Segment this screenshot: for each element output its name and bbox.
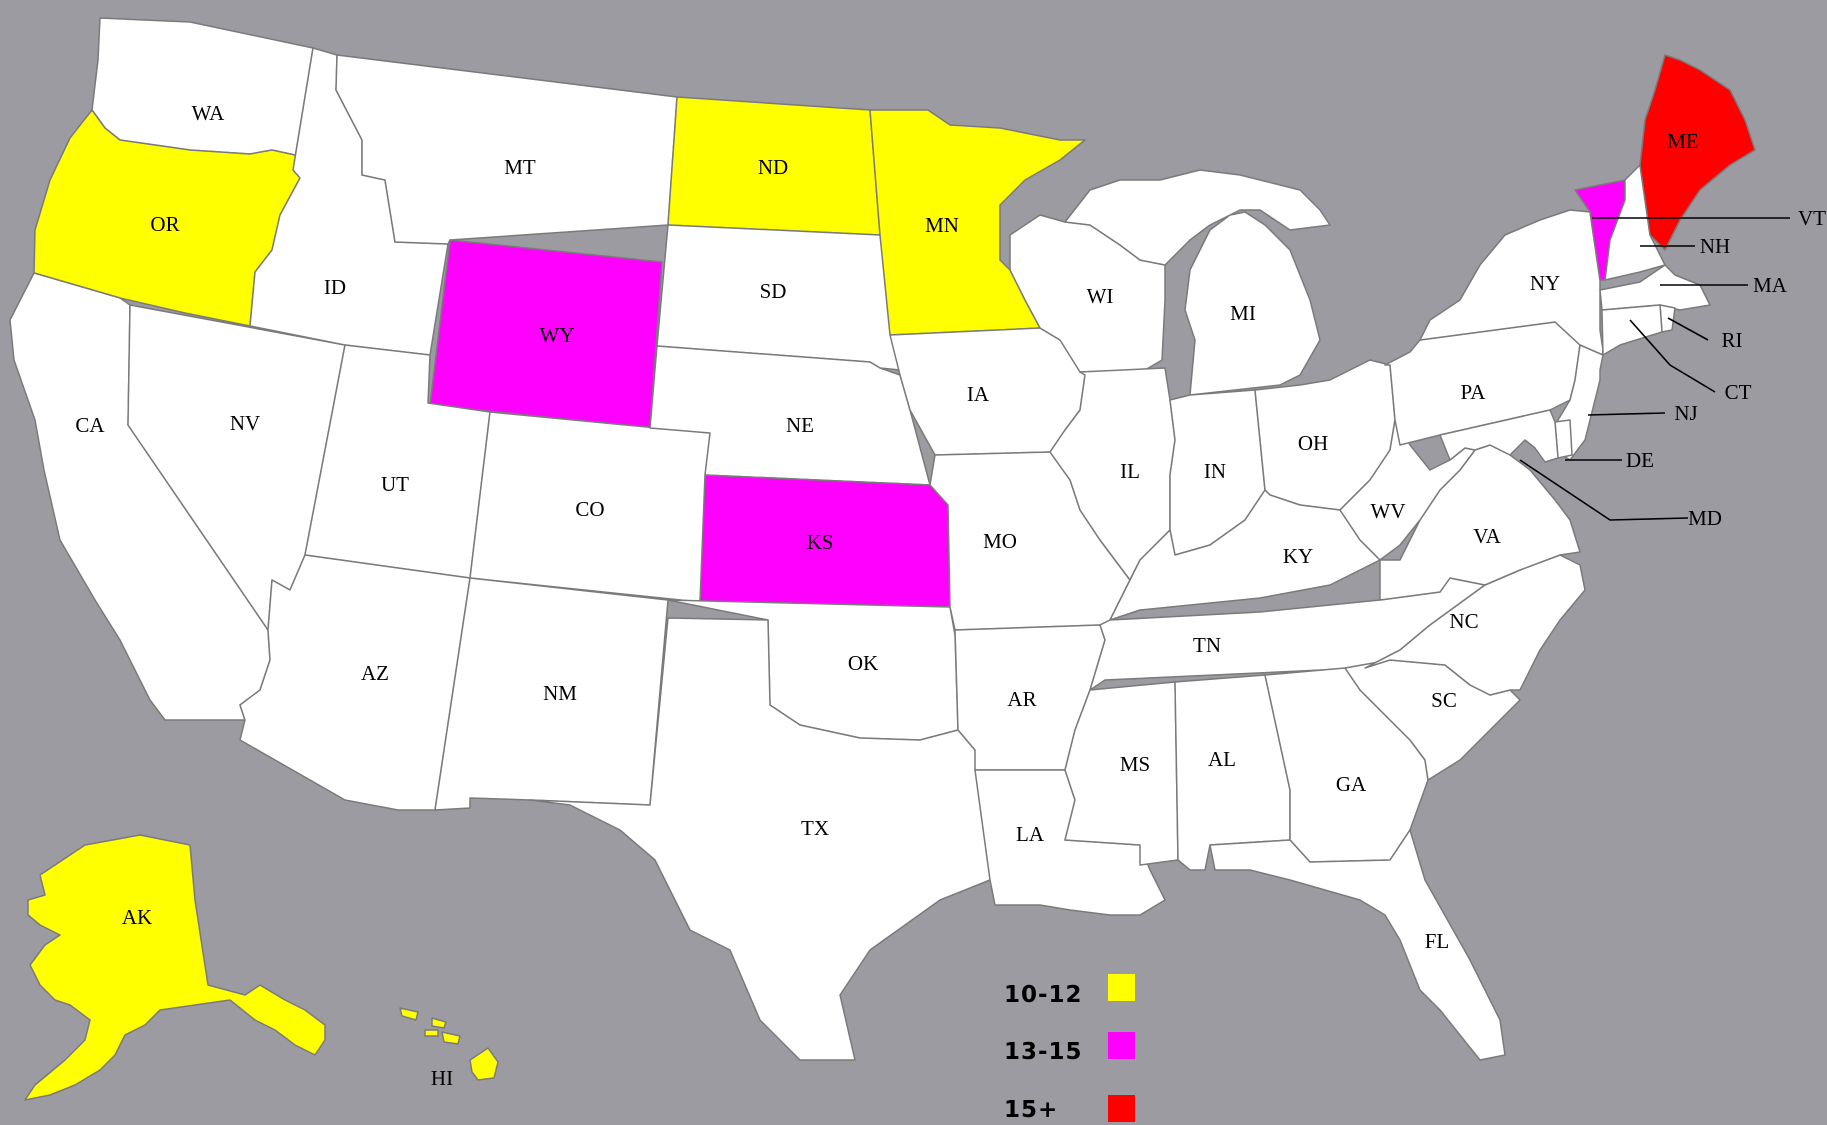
state-tx — [529, 617, 991, 1061]
state-label-nv: NV — [230, 411, 260, 435]
state-label-wv: WV — [1371, 499, 1406, 523]
state-label-il: IL — [1120, 459, 1140, 483]
legend-swatch — [1108, 1032, 1135, 1059]
state-label-al: AL — [1208, 747, 1236, 771]
states-layer — [9, 17, 1756, 1101]
state-label-ak: AK — [122, 905, 152, 929]
state-labels-layer: WA OR CA NV ID MT WY UT AZ CO NM ND SD NE KS OK TX MN IA MO… — [75, 101, 1826, 1090]
leader-line-md — [1519, 459, 1689, 521]
state-nm — [434, 577, 669, 811]
state-md — [1439, 409, 1559, 463]
state-label-wi: WI — [1087, 284, 1114, 308]
state-label-ut: UT — [381, 472, 409, 496]
state-label-ia: IA — [967, 382, 990, 406]
state-label-wy: WY — [540, 323, 575, 347]
state-label-de: DE — [1626, 448, 1654, 472]
state-mi-upper-peninsula — [1064, 169, 1331, 266]
legend: 10-12 13-15 15+ — [1004, 974, 1135, 1123]
legend-swatch — [1108, 974, 1135, 1001]
state-label-pa: PA — [1461, 380, 1487, 404]
state-label-ca: CA — [75, 413, 105, 437]
state-label-vt: VT — [1798, 206, 1826, 230]
state-label-co: CO — [575, 497, 604, 521]
legend-swatch — [1108, 1095, 1135, 1122]
state-mi — [1184, 211, 1321, 396]
state-label-nc: NC — [1449, 609, 1478, 633]
state-fl — [1209, 829, 1506, 1061]
state-label-ok: OK — [848, 651, 878, 675]
state-label-ne: NE — [786, 413, 814, 437]
state-label-tn: TN — [1193, 633, 1221, 657]
state-label-sd: SD — [760, 279, 787, 303]
state-label-ky: KY — [1283, 544, 1313, 568]
state-label-tx: TX — [801, 816, 829, 840]
state-label-ks: KS — [807, 530, 834, 554]
state-label-ny: NY — [1530, 271, 1560, 295]
state-ky — [1109, 489, 1381, 621]
legend-label: 15+ — [1004, 1097, 1058, 1123]
state-label-hi: HI — [431, 1066, 453, 1090]
state-ct — [1601, 304, 1663, 356]
state-label-ms: MS — [1120, 752, 1150, 776]
legend-label: 13-15 — [1004, 1039, 1083, 1065]
state-label-az: AZ — [361, 661, 389, 685]
state-label-va: VA — [1473, 524, 1501, 548]
leader-line-nj — [1587, 412, 1666, 416]
state-label-nd: ND — [758, 155, 788, 179]
state-label-mt: MT — [504, 155, 536, 179]
legend-label: 10-12 — [1004, 982, 1083, 1008]
state-label-me: ME — [1667, 129, 1699, 153]
leader-line-ri — [1667, 317, 1709, 341]
state-label-oh: OH — [1298, 431, 1328, 455]
state-label-ar: AR — [1007, 687, 1036, 711]
state-label-la: LA — [1016, 822, 1045, 846]
state-az — [239, 554, 471, 811]
state-label-ga: GA — [1336, 772, 1367, 796]
state-label-sc: SC — [1431, 688, 1457, 712]
state-label-mi: MI — [1230, 301, 1256, 325]
state-label-nh: NH — [1700, 234, 1730, 258]
state-label-ct: CT — [1725, 380, 1752, 404]
state-label-nj: NJ — [1674, 401, 1697, 425]
state-me — [1639, 54, 1756, 251]
state-label-ri: RI — [1722, 328, 1743, 352]
state-ak — [24, 834, 326, 1101]
state-ne — [649, 345, 931, 486]
state-nc — [1364, 554, 1586, 696]
state-label-or: OR — [150, 212, 179, 236]
label-leader-lines — [1519, 217, 1790, 521]
leader-line-ct — [1629, 319, 1716, 393]
state-label-md: MD — [1688, 506, 1722, 530]
state-label-in: IN — [1204, 459, 1226, 483]
state-label-ma: MA — [1753, 273, 1788, 297]
state-label-mo: MO — [983, 529, 1017, 553]
state-label-id: ID — [324, 275, 346, 299]
state-label-mn: MN — [925, 213, 959, 237]
state-label-nm: NM — [543, 681, 577, 705]
state-label-fl: FL — [1425, 929, 1450, 953]
state-label-wa: WA — [192, 101, 225, 125]
state-hi — [399, 1007, 499, 1081]
